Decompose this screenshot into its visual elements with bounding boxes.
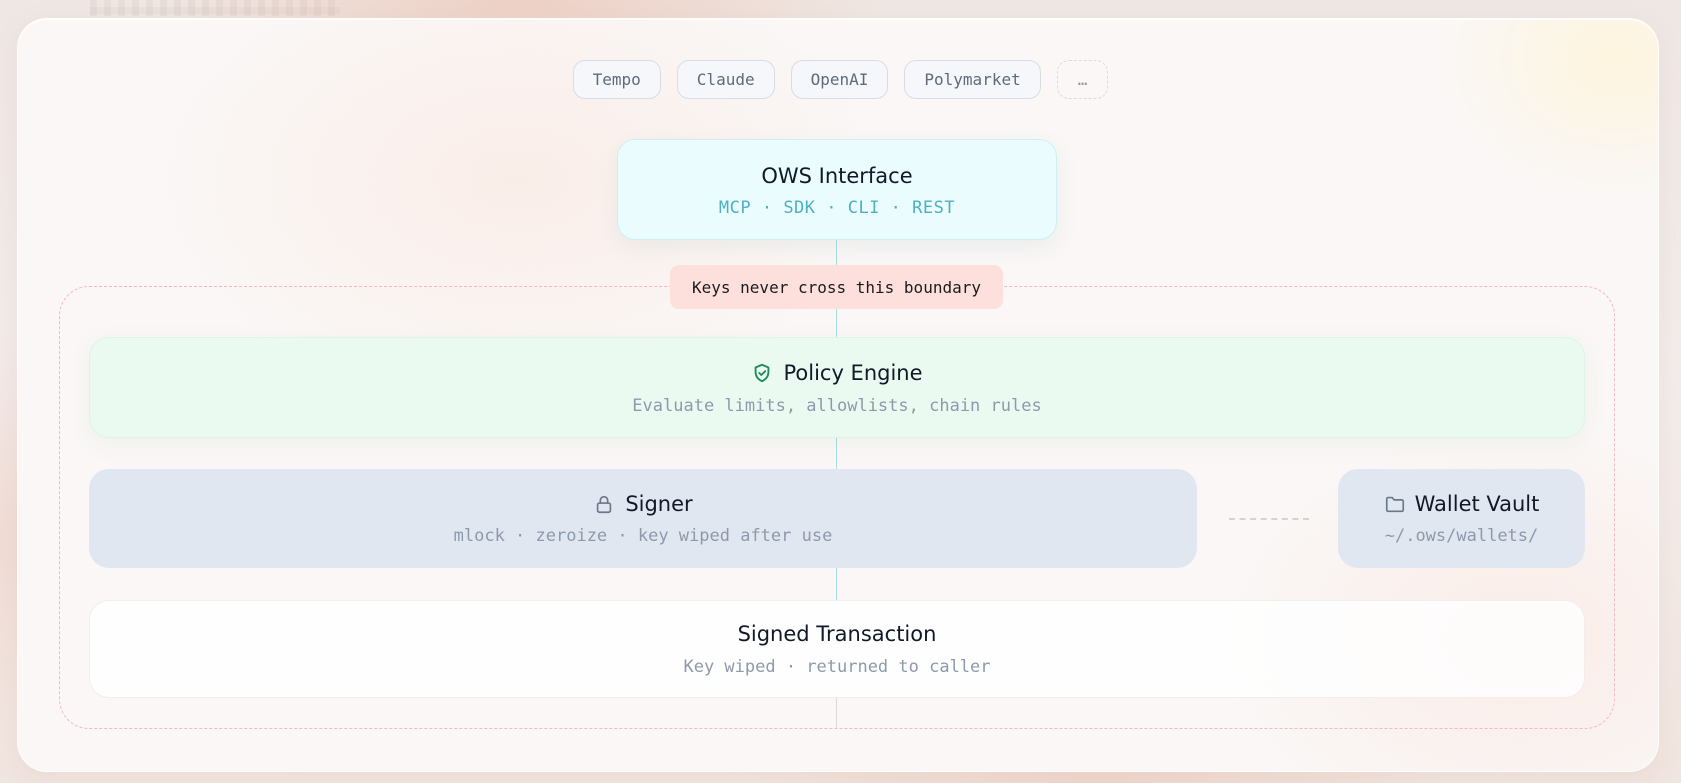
policy-engine-subtitle: Evaluate limits, allowlists, chain rules bbox=[632, 396, 1042, 416]
policy-engine-heading: Policy Engine bbox=[90, 361, 1584, 385]
boundary-label: Keys never cross this boundary bbox=[670, 265, 1003, 309]
flow-line-signer-to-signed bbox=[836, 568, 837, 600]
policy-engine-title: Policy Engine bbox=[783, 361, 923, 385]
flow-line-signed-tail bbox=[836, 698, 837, 729]
lock-icon bbox=[593, 493, 615, 515]
signer-heading: Signer bbox=[89, 492, 1197, 516]
ows-interface-subtitle: MCP · SDK · CLI · REST bbox=[718, 198, 956, 218]
signer-title: Signer bbox=[625, 492, 693, 516]
policy-engine-box: Policy Engine Evaluate limits, allowlist… bbox=[89, 337, 1585, 438]
shield-check-icon bbox=[751, 362, 773, 384]
folder-icon bbox=[1384, 493, 1406, 515]
provider-pill-openai[interactable]: OpenAI bbox=[790, 60, 889, 99]
wallet-vault-title: Wallet Vault bbox=[1414, 492, 1540, 516]
signer-box: Signer mlock · zeroize · key wiped after… bbox=[89, 469, 1197, 568]
signed-transaction-box: Signed Transaction Key wiped · returned … bbox=[89, 600, 1585, 698]
provider-pill-tempo[interactable]: Tempo bbox=[572, 60, 661, 99]
ows-interface-box: OWS Interface MCP · SDK · CLI · REST bbox=[617, 139, 1057, 240]
provider-pill-claude[interactable]: Claude bbox=[676, 60, 775, 99]
signer-vault-connector bbox=[1229, 518, 1309, 520]
flow-line-boundary-to-policy bbox=[836, 309, 837, 337]
wallet-vault-box: Wallet Vault ~/.ows/wallets/ bbox=[1338, 469, 1585, 568]
provider-pill-polymarket[interactable]: Polymarket bbox=[904, 60, 1041, 99]
wallet-vault-path: ~/.ows/wallets/ bbox=[1384, 526, 1539, 546]
provider-list: Tempo Claude OpenAI Polymarket … bbox=[0, 60, 1681, 99]
wallet-vault-heading: Wallet Vault bbox=[1338, 492, 1585, 516]
signed-transaction-title: Signed Transaction bbox=[737, 622, 937, 646]
decorative-pixel-strip bbox=[90, 0, 340, 16]
flow-line-policy-to-signer bbox=[836, 438, 837, 469]
signed-transaction-subtitle: Key wiped · returned to caller bbox=[683, 657, 991, 677]
ows-interface-title: OWS Interface bbox=[761, 164, 913, 188]
flow-line-interface-to-boundary bbox=[836, 240, 837, 265]
provider-pill-more[interactable]: … bbox=[1056, 60, 1109, 99]
signer-subtitle: mlock · zeroize · key wiped after use bbox=[453, 526, 833, 546]
